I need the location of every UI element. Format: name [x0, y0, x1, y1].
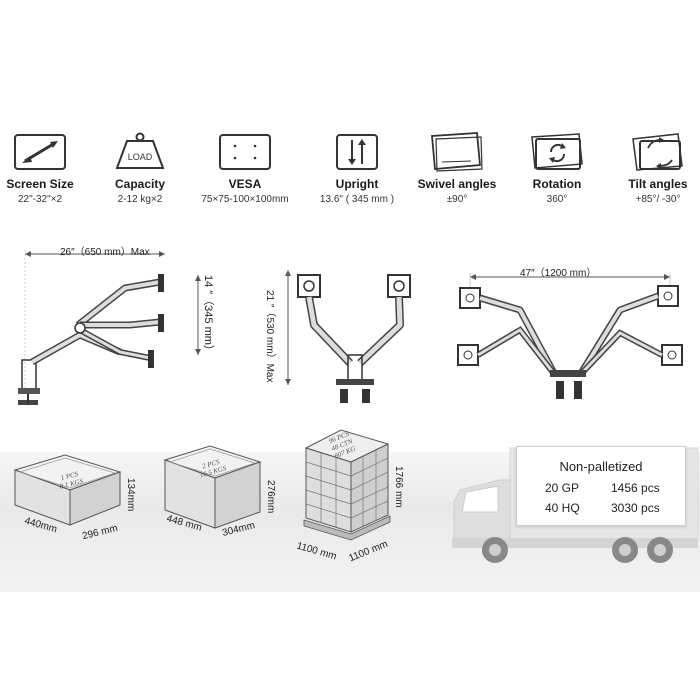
spec-title: Upright — [335, 177, 379, 191]
spec-value: 2-12 kg×2 — [117, 194, 163, 205]
swivel-screens-icon — [431, 132, 483, 172]
spec-rotation: Rotation 360° — [512, 132, 602, 205]
spec-title: Rotation — [532, 177, 582, 191]
spec-value: 13.6" ( 345 mm ) — [319, 194, 395, 205]
spec-capacity: LOAD Capacity 2-12 kg×2 — [95, 132, 185, 205]
spread-width-label: 47″（1200 mm） — [520, 268, 597, 279]
front-view-diagram — [285, 270, 411, 403]
tilt-icon — [632, 133, 683, 171]
side-width-label: 26″（650 mm）Max — [60, 247, 150, 258]
spec-value: +85°/ -30° — [635, 194, 681, 205]
shipping-container-20gp: 20 GP — [545, 481, 580, 495]
shipping-title: Non-palletized — [559, 459, 643, 474]
vesa-holes-icon — [219, 134, 271, 170]
spec-title: Swivel angles — [417, 177, 497, 191]
spec-value: 22"-32"×2 — [17, 194, 63, 205]
spec-tilt: Tilt angles +85°/ -30° — [613, 132, 700, 205]
up-down-arrows-icon — [336, 134, 378, 170]
pallet-icon — [303, 429, 391, 541]
spec-value: 360° — [546, 194, 568, 205]
box1-height: 134mm — [125, 478, 136, 512]
box2-height: 276mm — [265, 480, 276, 514]
spec-title: Screen Size — [6, 177, 74, 191]
shipping-card: Non-palletized 20 GP 1456 pcs 40 HQ 3030… — [516, 446, 686, 526]
weight-load-icon: LOAD — [115, 132, 165, 169]
spec-title: Capacity — [114, 177, 166, 191]
spec-value: 75×75-100×100mm — [201, 194, 289, 205]
shipping-container-40hq: 40 HQ — [545, 501, 580, 515]
spread-view-diagram — [457, 273, 683, 399]
box-2pc-icon — [163, 445, 262, 529]
box-1pc-icon — [13, 454, 122, 526]
pallet-height: 1766 mm — [393, 466, 404, 508]
spec-upright: Upright 13.6" ( 345 mm ) — [312, 132, 402, 205]
spec-screen-size: Screen Size 22"-32"×2 — [0, 132, 85, 205]
rotation-icon — [531, 133, 583, 170]
shipping-qty-20gp: 1456 pcs — [611, 481, 660, 495]
diagonal-arrow-icon — [14, 134, 66, 170]
side-height-label: 14 ″（345 mm） — [202, 275, 214, 356]
spec-swivel: Swivel angles ±90° — [412, 132, 502, 205]
spec-title: VESA — [228, 177, 262, 191]
spec-value: ±90° — [446, 194, 468, 205]
front-height-label: 21 ″（530 mm）Max — [264, 290, 275, 383]
spec-title: Tilt angles — [628, 177, 688, 191]
shipping-qty-40hq: 3030 pcs — [611, 501, 660, 515]
side-view-diagram — [18, 250, 201, 405]
spec-vesa: VESA 75×75-100×100mm — [200, 132, 290, 205]
load-icon-label: LOAD — [128, 152, 153, 162]
